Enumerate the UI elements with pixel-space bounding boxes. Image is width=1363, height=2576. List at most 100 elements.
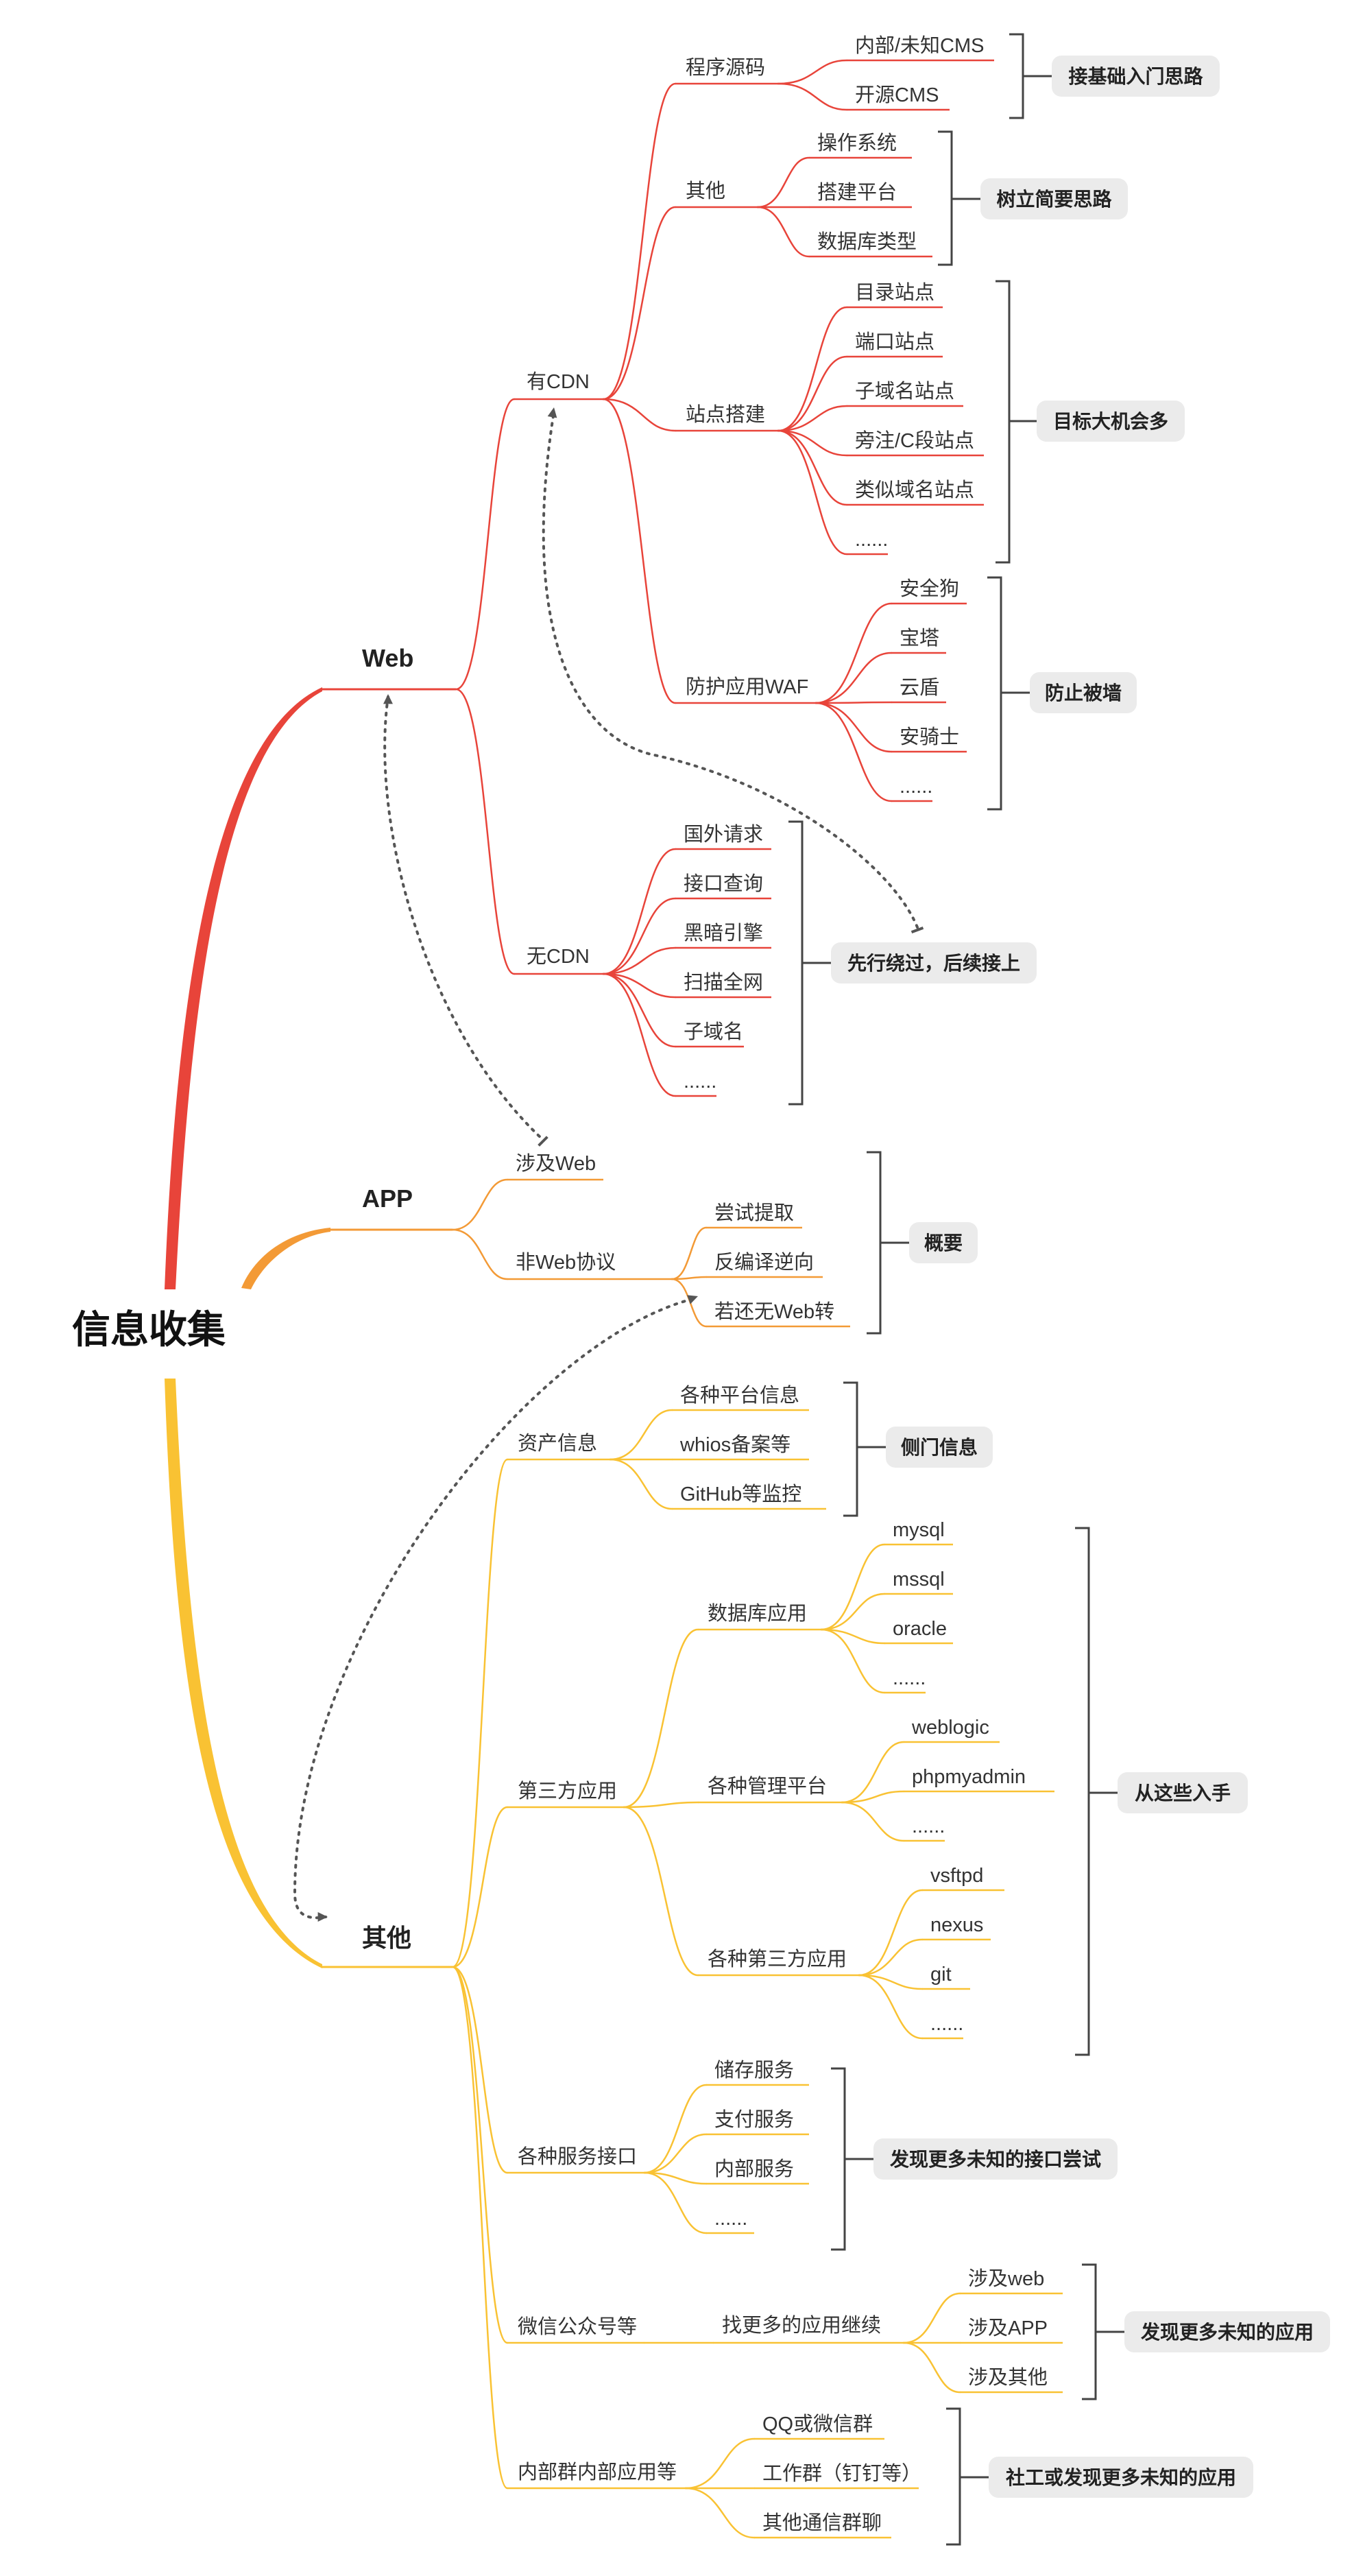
db-connector-1 xyxy=(820,1593,886,1631)
asset-connector-2 xyxy=(609,1458,673,1510)
basic-summary-box[interactable] xyxy=(1052,56,1220,97)
other-web-item-2: 数据库类型 xyxy=(817,230,917,253)
waf-connector-3 xyxy=(815,702,893,753)
asset-item-2: GitHub等监控 xyxy=(680,1483,801,1505)
root-trunk-web xyxy=(165,687,322,1289)
group-connector-2 xyxy=(684,2487,756,2539)
topic-service-connector xyxy=(451,1966,509,2174)
topic-other-web: 其他 xyxy=(686,180,725,202)
summary-label-layer: 接基础入门思路树立简要思路目标大机会多防止被墙先行绕过，后续接上概要侧门信息从这… xyxy=(831,56,1330,2498)
topic-third-connector xyxy=(451,1806,509,1968)
topic-group: 内部群内部应用等 xyxy=(518,2461,677,2483)
basic-summary-label: 接基础入门思路 xyxy=(1068,66,1203,87)
waf-summary-box[interactable] xyxy=(1030,672,1137,713)
site-connector-2 xyxy=(777,405,848,432)
nocdn-connector-1 xyxy=(602,897,677,975)
db-connector-3 xyxy=(820,1628,886,1694)
topic-asset: 资产信息 xyxy=(518,1432,597,1455)
nonweb-connector-1 xyxy=(671,1276,708,1280)
more-item-1: 涉及APP xyxy=(968,2317,1048,2339)
topic-no-cdn: 无CDN xyxy=(527,946,590,968)
waf-summary-label: 防止被墙 xyxy=(1045,682,1122,704)
web-to-hascdn xyxy=(455,398,516,691)
bypass-summary-label: 先行绕过，后续接上 xyxy=(847,952,1020,974)
tp-item-1: nexus xyxy=(930,1914,983,1936)
social-summary-box[interactable] xyxy=(989,2457,1253,2498)
source-connector-0 xyxy=(777,59,848,85)
tp-item-2: git xyxy=(930,1964,952,1985)
relation-web-appweb xyxy=(383,695,543,1140)
bypass-bracket xyxy=(788,820,804,1106)
nonweb-item-1: 反编译逆向 xyxy=(714,1251,814,1274)
topic-has-cdn: 有CDN xyxy=(527,370,590,393)
topic-site-connector xyxy=(602,398,677,432)
app-to-nonweb xyxy=(451,1228,509,1280)
service-connector-0 xyxy=(643,2084,708,2174)
topic-source-connector xyxy=(602,82,677,401)
targets-summary-label: 目标大机会多 xyxy=(1053,411,1168,432)
social-bracket xyxy=(946,2407,961,2546)
relation-appweb-start-arrow xyxy=(687,1295,698,1304)
app-summary-box[interactable] xyxy=(909,1222,978,1263)
topic-mgmt-connector xyxy=(623,1801,699,1809)
mgmt-item-1: phpmyadmin xyxy=(912,1766,1026,1788)
asset-connector-0 xyxy=(609,1409,673,1461)
topic-other-web-connector xyxy=(602,206,677,401)
site-item-3: 旁注/C段站点 xyxy=(855,429,974,452)
tp-item-0: vsftpd xyxy=(930,1865,983,1887)
topic-tp-connector xyxy=(623,1806,699,1977)
service-item-2: 内部服务 xyxy=(714,2158,794,2180)
db-item-2: oracle xyxy=(893,1618,947,1640)
topic-db-connector xyxy=(623,1628,699,1809)
mgmt-connector-1 xyxy=(841,1790,905,1804)
entry-summary-box[interactable] xyxy=(1118,1772,1248,1813)
tp-connector-0 xyxy=(858,1889,924,1977)
topic-service: 各种服务接口 xyxy=(518,2145,637,2168)
nocdn-item-1: 接口查询 xyxy=(684,872,763,895)
mgmt-connector-2 xyxy=(841,1801,905,1842)
more-item-2: 涉及其他 xyxy=(968,2366,1048,2389)
basic-bracket xyxy=(1009,33,1024,119)
bypass-summary-box[interactable] xyxy=(831,942,1037,983)
group-item-1: 工作群（钉钉等） xyxy=(762,2462,921,2485)
topic-third: 第三方应用 xyxy=(518,1780,617,1802)
topic-asset-connector xyxy=(451,1458,509,1968)
relation-appweb-end xyxy=(538,1136,548,1147)
summary-bracket-layer xyxy=(788,33,1124,2546)
api-summary-box[interactable] xyxy=(873,2138,1118,2180)
tp-connector-3 xyxy=(858,1974,924,2040)
waf-connector-2 xyxy=(815,701,893,704)
nocdn-connector-2 xyxy=(602,946,677,975)
site-item-0: 目录站点 xyxy=(855,281,934,304)
nocdn-connector-4 xyxy=(602,973,677,1048)
site-connector-1 xyxy=(777,355,848,432)
more-connector-0 xyxy=(902,2292,961,2344)
service-connector-2 xyxy=(643,2171,708,2185)
social-summary-label: 社工或发现更多未知的应用 xyxy=(1006,2466,1236,2488)
relation-other-arrow xyxy=(317,1912,328,1922)
main-topic-other: 其他 xyxy=(362,1924,411,1952)
waf-connector-1 xyxy=(815,652,893,704)
other-web-connector-0 xyxy=(756,156,810,208)
site-connector-4 xyxy=(777,429,848,506)
side-summary-box[interactable] xyxy=(886,1427,993,1468)
waf-item-2: 云盾 xyxy=(900,677,939,699)
topic-wechat: 微信公众号等 xyxy=(518,2315,637,2338)
root-topic: 信息收集 xyxy=(72,1308,226,1351)
relation-bypass-end xyxy=(910,927,924,933)
site-connector-5 xyxy=(777,429,848,556)
targets-bracket xyxy=(996,280,1011,564)
db-connector-0 xyxy=(820,1543,886,1631)
service-connector-1 xyxy=(643,2133,708,2174)
targets-summary-box[interactable] xyxy=(1037,401,1185,442)
topic-waf-connector xyxy=(602,398,677,704)
waf-item-3: 安骑士 xyxy=(900,726,959,748)
apps-summary-box[interactable] xyxy=(1124,2311,1330,2352)
topic-site: 站点搭建 xyxy=(686,403,765,426)
nocdn-item-3: 扫描全网 xyxy=(684,971,763,994)
topic-mgmt: 各种管理平台 xyxy=(708,1775,827,1798)
simple-summary-box[interactable] xyxy=(980,178,1128,219)
app-to-web xyxy=(451,1178,509,1231)
